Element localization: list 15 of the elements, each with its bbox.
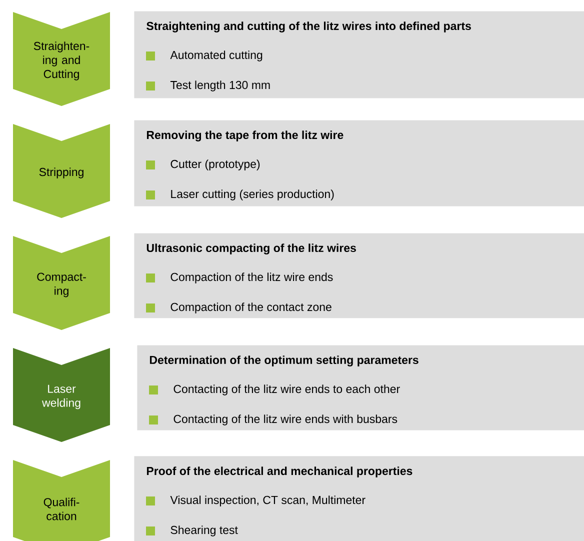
chevron-step: Straighten- ing and Cutting	[13, 12, 110, 106]
bullet-item: Cutter (prototype)	[146, 160, 260, 170]
bullet-item: Contacting of the litz wire ends with busbars	[149, 414, 398, 426]
bullet-item: Visual inspection, CT scan, Multimeter	[146, 496, 366, 506]
chevron-step: Laser welding	[13, 348, 110, 442]
chevron-step: Stripping	[13, 124, 110, 218]
bullet-item: Compaction of the litz wire ends	[146, 272, 333, 284]
chevron-step: Qualifi- cation	[13, 460, 110, 541]
bullet-item: Contacting of the litz wire ends to each other	[149, 384, 400, 396]
bullet-item: Test length 130 mm	[146, 80, 270, 92]
bullet-item: Shearing test	[146, 526, 238, 536]
bullet-item: Laser cutting (series production)	[146, 190, 334, 200]
bullet-item: Compaction of the contact zone	[146, 302, 332, 314]
bullet-item: Automated cutting	[146, 50, 262, 62]
chevron-step: Compact- ing	[13, 236, 110, 330]
